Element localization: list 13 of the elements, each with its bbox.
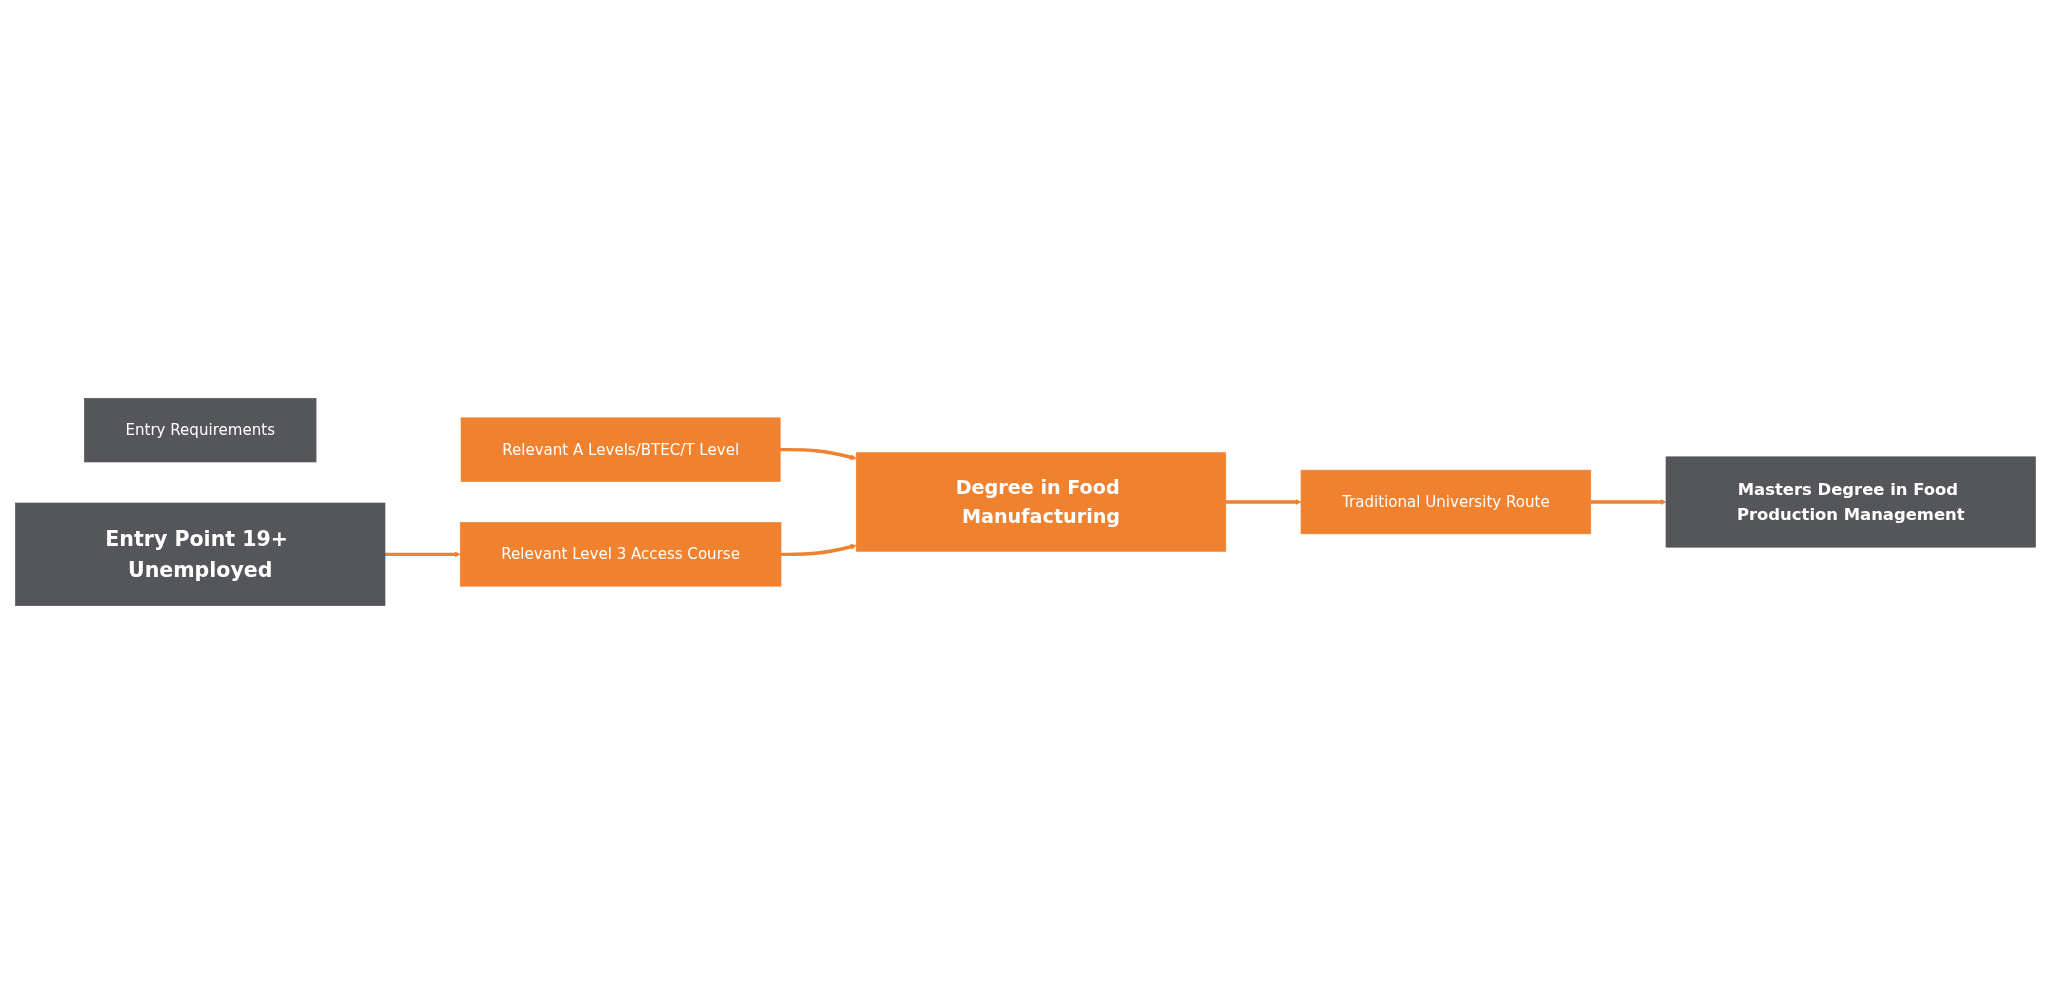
node-box (855, 452, 1227, 552)
node-box (15, 502, 386, 606)
arrow (1590, 499, 1667, 505)
flowchart-drawing: Entry Requirements Relevant A Levels/BTEC/T Level Relevant Level 3 Access Course Degree in Food Manufacturing Traditional University Route Masters Degree in Food Production Management Entry Point 19+ Unemployed (10, 10, 2041, 994)
node-box (84, 398, 317, 463)
node-box (1665, 456, 2036, 548)
node-box (1300, 469, 1592, 535)
node-box (460, 417, 781, 482)
arrow (780, 447, 857, 461)
node-box (459, 522, 782, 587)
arrow (385, 551, 461, 558)
arrow (1225, 499, 1302, 505)
arrow (781, 543, 857, 557)
